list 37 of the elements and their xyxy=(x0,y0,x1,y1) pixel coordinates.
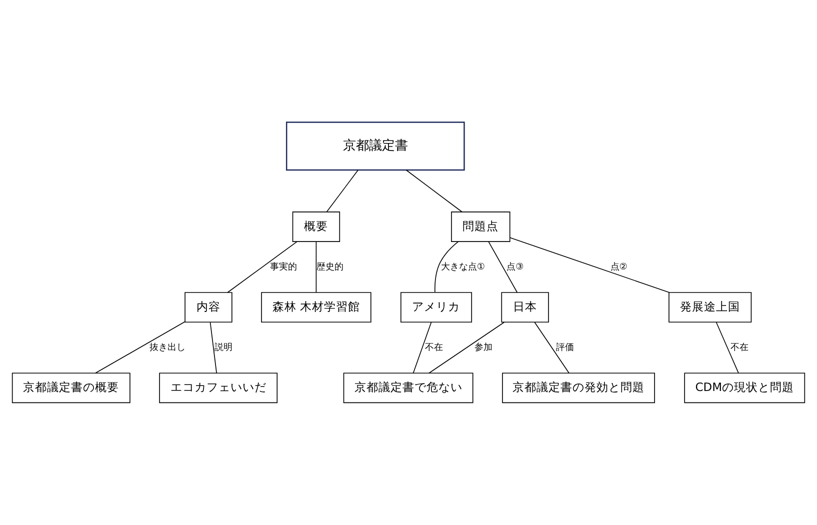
node-box: 日本 xyxy=(501,292,549,323)
connector xyxy=(227,241,298,293)
edge-label: 歴史的 xyxy=(316,262,344,272)
edge-label: 評価 xyxy=(556,342,574,353)
edge-label: 点② xyxy=(610,262,628,272)
node-box: 発展途上国 xyxy=(668,292,752,323)
connector xyxy=(534,322,570,374)
node-box: 問題点 xyxy=(451,212,510,242)
connector xyxy=(716,322,739,374)
node-box: 内容 xyxy=(184,292,232,323)
edge-label: 説明 xyxy=(214,342,233,353)
connector xyxy=(326,170,359,212)
connector xyxy=(510,237,670,293)
node-box: 森林 木材学習館 xyxy=(261,292,372,323)
node-box: 京都議定書 xyxy=(286,122,465,171)
connector xyxy=(316,241,317,293)
edge-label: 事実的 xyxy=(270,262,297,272)
connector xyxy=(428,322,505,374)
node-box: エコカフェいいだ xyxy=(159,372,278,404)
connector xyxy=(434,241,459,293)
node-box: 京都議定書の概要 xyxy=(12,372,130,404)
connector xyxy=(412,322,432,374)
connector xyxy=(488,241,518,293)
edge-label: 大きな点① xyxy=(440,262,486,272)
node-box: 概要 xyxy=(292,212,340,242)
connector xyxy=(210,322,217,374)
edge-label: 抜き出し xyxy=(149,342,186,353)
edge-label: 不在 xyxy=(730,342,748,353)
connector xyxy=(95,321,186,374)
node-box: アメリカ xyxy=(400,292,472,323)
edge-label: 参加 xyxy=(474,342,493,353)
node-box: 京都議定書で危ない xyxy=(343,372,474,404)
connector xyxy=(406,170,462,212)
edge-label: 点③ xyxy=(506,262,524,272)
node-box: CDMの現状と問題 xyxy=(684,372,806,404)
node-box: 京都議定書の発効と問題 xyxy=(502,372,655,404)
edge-label: 不在 xyxy=(425,342,444,353)
